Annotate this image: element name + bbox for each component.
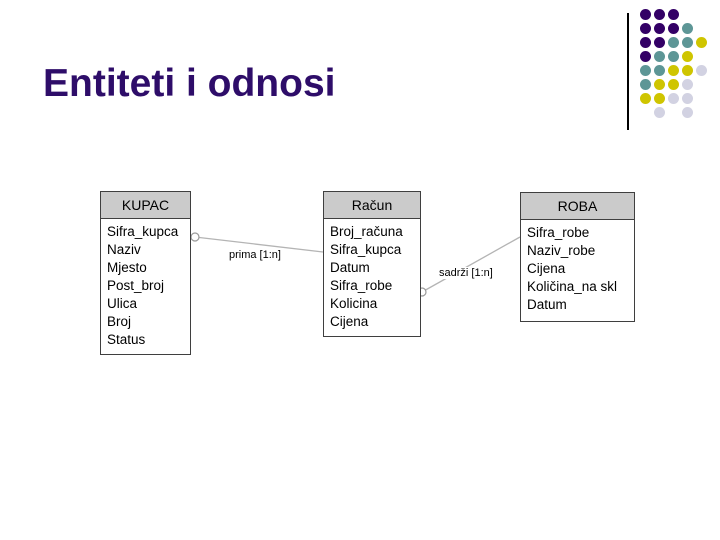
attribute: Naziv <box>107 242 141 257</box>
decorative-dot <box>639 8 651 20</box>
decorative-dot <box>681 106 693 118</box>
entity-racun-title: Račun <box>324 192 420 219</box>
attribute: Cijena <box>527 261 566 276</box>
attribute: Naziv_robe <box>527 243 596 258</box>
decorative-dot <box>653 36 665 48</box>
decorative-dot <box>667 36 679 48</box>
decorative-dot <box>681 22 693 34</box>
entity-roba: ROBA Sifra_robe Naziv_robe Cijena Količi… <box>520 192 635 322</box>
decorative-dot <box>667 78 679 90</box>
decorative-dot <box>639 50 651 62</box>
decorative-dot <box>653 106 665 118</box>
attribute: Sifra_kupca <box>330 242 402 257</box>
entity-kupac-title: KUPAC <box>101 192 190 219</box>
page-title: Entiteti i odnosi <box>43 62 336 105</box>
decorative-dot <box>681 50 693 62</box>
decorative-dot <box>653 8 665 20</box>
decorative-dot <box>639 22 651 34</box>
attribute: Post_broj <box>107 278 165 293</box>
attribute: Broj_računa <box>330 224 403 239</box>
decorative-dot <box>695 64 707 76</box>
relation-label-sadrzi: sadrži [1:n] <box>437 267 495 279</box>
decorative-dot <box>667 50 679 62</box>
entity-roba-attributes: Sifra_robe Naziv_robe Cijena Količina_na… <box>521 220 634 314</box>
connector-endpoint-circle <box>190 232 200 242</box>
entity-racun: Račun Broj_računa Sifra_kupca Datum Sifr… <box>323 191 421 337</box>
attribute: Mjesto <box>107 260 147 275</box>
decorative-dot <box>653 64 665 76</box>
decorative-dot <box>667 8 679 20</box>
vertical-rule-decoration <box>627 13 629 130</box>
decorative-dot <box>681 64 693 76</box>
decorative-dot <box>681 78 693 90</box>
decorative-dot <box>681 36 693 48</box>
attribute: Datum <box>330 260 370 275</box>
decorative-dot <box>667 92 679 104</box>
decorative-dot <box>653 22 665 34</box>
decorative-dot <box>639 92 651 104</box>
relation-label-prima: prima [1:n] <box>227 249 283 261</box>
entity-racun-attributes: Broj_računa Sifra_kupca Datum Sifra_robe… <box>324 219 420 331</box>
decorative-dot <box>639 64 651 76</box>
attribute: Broj <box>107 314 132 329</box>
entity-kupac-attributes: Sifra_kupca Naziv Mjesto Post_broj Ulica… <box>101 219 190 349</box>
attribute: Sifra_kupca <box>107 224 179 239</box>
decorative-dot <box>653 92 665 104</box>
decorative-dot <box>639 78 651 90</box>
attribute: Ulica <box>107 296 138 311</box>
decorative-dot <box>681 92 693 104</box>
decorative-dot <box>653 78 665 90</box>
decorative-dot <box>667 64 679 76</box>
attribute: Sifra_robe <box>527 225 590 240</box>
entity-kupac: KUPAC Sifra_kupca Naziv Mjesto Post_broj… <box>100 191 191 355</box>
entity-roba-title: ROBA <box>521 193 634 220</box>
attribute: Kolicina <box>330 296 378 311</box>
decorative-dot <box>639 36 651 48</box>
attribute: Sifra_robe <box>330 278 393 293</box>
attribute: Datum <box>527 297 567 312</box>
decorative-dot <box>667 22 679 34</box>
connector-racun-roba <box>421 236 521 293</box>
attribute: Količina_na skl <box>527 279 618 294</box>
decorative-dot <box>695 36 707 48</box>
attribute: Status <box>107 332 146 347</box>
decorative-dot <box>653 50 665 62</box>
attribute: Cijena <box>330 314 369 329</box>
